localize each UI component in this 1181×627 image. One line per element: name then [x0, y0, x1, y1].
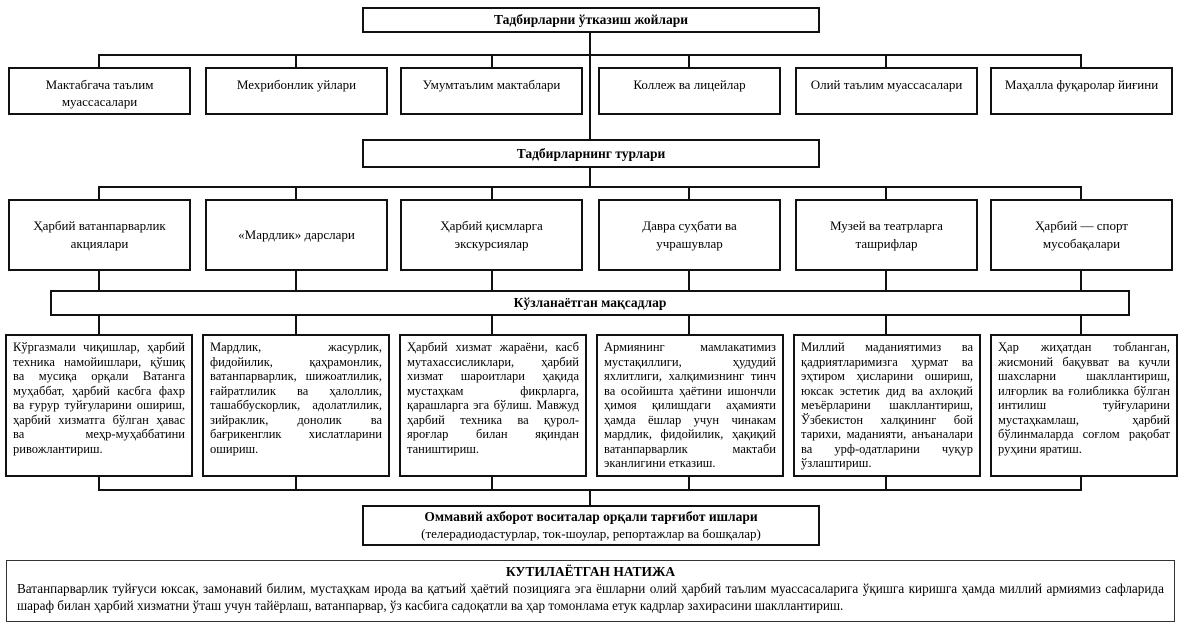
type-box-museums: Музей ва театрларга ташрифлар — [795, 199, 978, 271]
type-box-sport: Ҳарбий — спорт мусобақалари — [990, 199, 1173, 271]
connector-line — [491, 316, 493, 334]
result-title: КУТИЛАЁТГАН НАТИЖА — [505, 564, 676, 579]
type-box-excursions: Ҳарбий қисмларга экскурсиялар — [400, 199, 583, 271]
goal-box-2: Мардлик, жасурлик, фидойилик, қаҳрамонли… — [202, 334, 390, 477]
goal-box-4: Армиянинг мамлакатимиз мустақиллиги, ҳуд… — [596, 334, 784, 477]
type-label: Давра суҳбати ва учрашувлар — [642, 218, 737, 251]
connector-types-stub — [589, 168, 591, 187]
goal-text: Кўргазмали чиқишлар, ҳарбий техника намо… — [13, 340, 185, 456]
connector-line — [98, 477, 100, 491]
connector-line — [491, 271, 493, 290]
connector-rail-types — [98, 186, 1082, 188]
venue-box-schools: Умумтаълим мактаблари — [400, 67, 583, 115]
venues-header-box: Тадбирларни ўтказиш жойлари — [362, 7, 820, 33]
goal-box-1: Кўргазмали чиқишлар, ҳарбий техника намо… — [5, 334, 193, 477]
connector-line — [295, 316, 297, 334]
connector-line — [491, 477, 493, 491]
connector-line — [885, 477, 887, 491]
venue-box-preschool: Мактабгача таълим муассасалари — [8, 67, 191, 115]
connector-line — [885, 54, 887, 67]
connector-line — [885, 271, 887, 290]
goal-box-3: Ҳарбий хизмат жараёни, касб мутахассисли… — [399, 334, 587, 477]
connector-line — [1080, 271, 1082, 290]
connector-line — [688, 477, 690, 491]
result-text: Ватанпарварлик туйғуси юксак, замонавий … — [17, 581, 1164, 613]
venue-label: Мактабгача таълим муассасалари — [45, 77, 154, 109]
connector-line — [1080, 54, 1082, 67]
connector-line — [688, 316, 690, 334]
connector-line — [98, 316, 100, 334]
connector-line — [491, 186, 493, 199]
media-title: Оммавий ахборот воситалар орқали тарғибо… — [424, 508, 758, 524]
goal-text: Ҳар жиҳатдан тобланган, жисмоний бақувва… — [998, 340, 1170, 456]
connector-line — [1080, 477, 1082, 491]
connector-spine-top — [589, 33, 591, 139]
connector-line — [295, 186, 297, 199]
connector-line — [688, 54, 690, 67]
connector-line — [491, 54, 493, 67]
venue-label: Умумтаълим мактаблари — [422, 77, 561, 92]
connector-line — [295, 271, 297, 290]
type-label: Ҳарбий — спорт мусобақалари — [1035, 218, 1128, 251]
type-label: «Мардлик» дарслари — [238, 227, 355, 243]
connector-line — [98, 271, 100, 290]
goal-text: Мардлик, жасурлик, фидойилик, қаҳрамонли… — [210, 340, 382, 456]
connector-line — [688, 186, 690, 199]
connector-line — [1080, 316, 1082, 334]
venues-header-label: Тадбирларни ўтказиш жойлари — [494, 12, 688, 27]
type-box-actions: Ҳарбий ватанпарварлик акциялари — [8, 199, 191, 271]
connector-media-stub — [589, 491, 591, 505]
media-box: Оммавий ахборот воситалар орқали тарғибо… — [362, 505, 820, 546]
venue-box-colleges: Коллеж ва лицейлар — [598, 67, 781, 115]
type-box-lessons: «Мардлик» дарслари — [205, 199, 388, 271]
venue-label: Маҳалла фуқаролар йиғини — [1004, 77, 1159, 92]
venue-box-mahalla: Маҳалла фуқаролар йиғини — [990, 67, 1173, 115]
connector-rail-goals — [98, 489, 1082, 491]
connector-line — [295, 54, 297, 67]
type-label: Ҳарбий ватанпарварлик акциялари — [33, 218, 166, 251]
goal-text: Миллий маданиятимиз ва қадриятларимизга … — [801, 340, 973, 470]
goals-header-label: Кўзланаётган мақсадлар — [513, 295, 667, 310]
venue-label: Коллеж ва лицейлар — [633, 77, 746, 92]
venue-box-universities: Олий таълим муассасалари — [795, 67, 978, 115]
goal-box-6: Ҳар жиҳатдан тобланган, жисмоний бақувва… — [990, 334, 1178, 477]
goal-text: Ҳарбий хизмат жараёни, касб мутахассисли… — [407, 340, 579, 456]
venue-box-orphanages: Мехрибонлик уйлари — [205, 67, 388, 115]
venue-label: Мехрибонлик уйлари — [236, 77, 357, 92]
connector-line — [885, 316, 887, 334]
connector-line — [98, 54, 100, 67]
type-label: Ҳарбий қисмларга экскурсиялар — [440, 218, 543, 251]
types-header-label: Тадбирларнинг турлари — [516, 145, 666, 161]
media-subtitle: (телерадиодастурлар, ток-шоулар, репорта… — [421, 525, 761, 541]
goal-text: Армиянинг мамлакатимиз мустақиллиги, ҳуд… — [604, 340, 776, 470]
result-box: КУТИЛАЁТГАН НАТИЖА Ватанпарварлик туйғус… — [6, 560, 1175, 622]
goal-box-5: Миллий маданиятимиз ва қадриятларимизга … — [793, 334, 981, 477]
goals-header-box: Кўзланаётган мақсадлар — [50, 290, 1130, 316]
connector-line — [295, 477, 297, 491]
types-header-box: Тадбирларнинг турлари — [362, 139, 820, 168]
connector-rail-venues — [98, 54, 1082, 56]
connector-line — [688, 271, 690, 290]
venue-label: Олий таълим муассасалари — [810, 77, 963, 92]
type-label: Музей ва театрларга ташрифлар — [830, 218, 943, 251]
connector-line — [98, 186, 100, 199]
connector-line — [1080, 186, 1082, 199]
connector-line — [885, 186, 887, 199]
type-box-meetings: Давра суҳбати ва учрашувлар — [598, 199, 781, 271]
